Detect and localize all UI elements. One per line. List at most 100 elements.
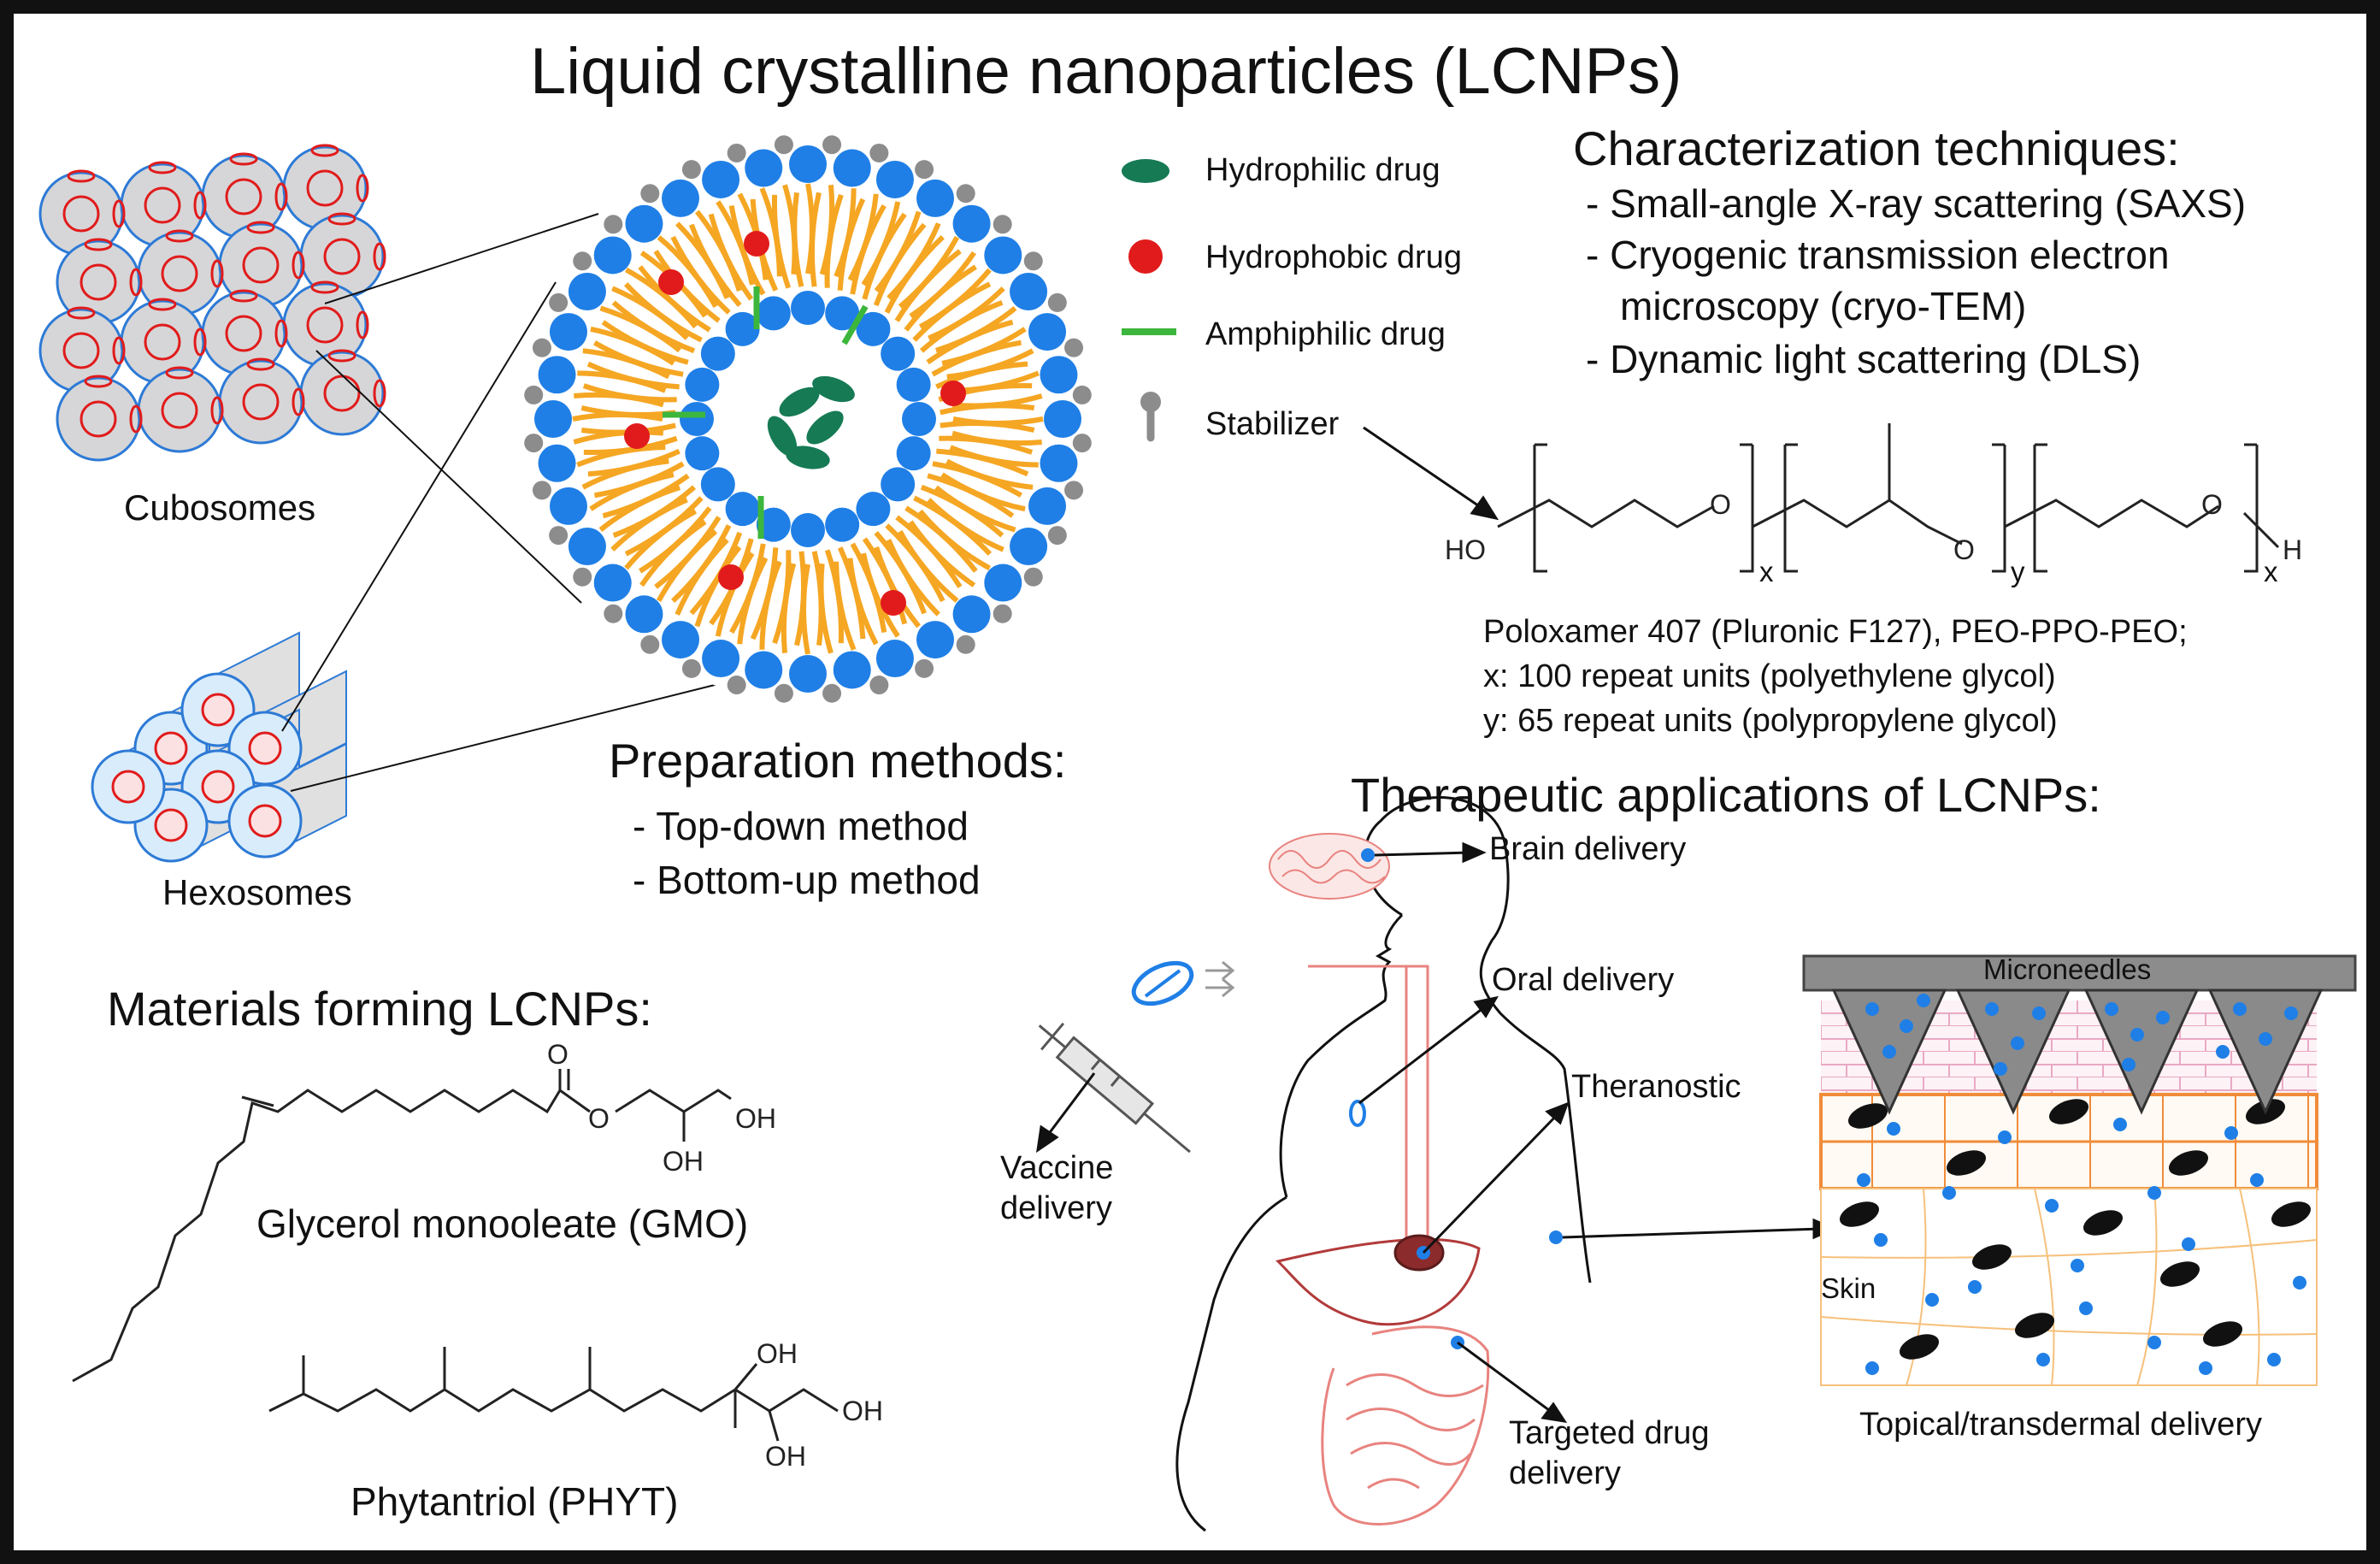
lipid-tail [611,300,696,354]
head-group [725,492,760,527]
lipid-tail [837,546,866,640]
preparation-item: - Bottom-up method [633,858,981,902]
cubic-channel [165,366,194,380]
head-group [791,291,825,325]
cubic-channel [144,186,181,224]
stabilizer-head [1064,481,1084,500]
oral-pill-icon [1131,960,1235,1006]
hydrophobic-drug [744,231,769,257]
lipid-tail [931,339,1022,377]
head-group [745,149,783,187]
cubic-channel [112,336,126,365]
head-group [856,492,891,527]
cubic-channel [80,263,117,301]
preparation-heading: Preparation methods: [609,734,1067,788]
lipid-tail [708,213,754,301]
cubosomes-label: Cubosomes [124,487,316,528]
cubic-channel [274,319,288,348]
head-group [789,655,827,693]
drug-dot [2036,1353,2050,1366]
cubic-channel [129,268,143,297]
stabilizer-head [915,658,934,678]
lipid-tail [592,340,684,377]
microneedle [2207,989,2324,1115]
phyt-structure [268,1347,839,1442]
phyt-atom: OH [757,1338,798,1369]
cell-nucleus [2049,1099,2088,1124]
characterization-heading: Characterization techniques: [1573,121,2180,175]
lipid-tail [772,550,792,645]
cubic-channel [229,289,258,303]
hydrophilic-drug [767,416,798,457]
lipid-tail [623,282,703,343]
drug-dot [2011,1036,2024,1050]
lipid-tail [671,524,732,604]
stabilizer-head [604,215,623,234]
head-group [702,160,740,198]
drug-dot [2284,1006,2298,1020]
hexosome-rods [91,631,347,863]
lipid-tail [794,551,807,646]
lipid-tail [602,473,690,519]
hex-rod-channel [201,770,235,804]
stabilizer-head [727,676,746,695]
stabilizer-arrow [1363,426,1499,521]
stabilizer-head [1064,338,1084,357]
drug-dot [2156,1011,2170,1024]
head-group [952,204,991,243]
cubic-channel [229,152,258,166]
drug-dot [2259,1032,2272,1046]
cubic-channel [373,379,386,408]
cell-nucleus [1848,1103,1888,1129]
stabilizer-head [1023,567,1043,587]
hex-rod-channel [201,693,235,727]
characterization-item: - Small-angle X-ray scattering (SAXS) [1586,181,2247,226]
aqueous-core [718,329,898,509]
lipid-tail [935,361,1028,390]
head-group [1044,400,1081,438]
drug-dot [1968,1280,1982,1294]
cell-nucleus [1947,1150,1986,1176]
microneedle-base [1802,954,2357,992]
stabilizer-head [822,683,842,703]
human-body-outline [1175,796,1592,1532]
head-group [902,402,936,436]
drug-dot [1994,1062,2007,1076]
hydrophobic-drug [718,564,744,590]
hex-rod-channel [248,731,282,765]
hex-rod-channel [111,770,145,804]
stabilizer-head [532,338,551,357]
hydrophilic-drug [812,375,855,403]
lipid-tail [850,542,887,633]
cubic-cell [137,368,222,453]
head-group [593,564,632,602]
lipid-tail [583,435,678,456]
head-group [538,444,576,482]
stabilizer-head [549,526,568,546]
lipid-tail [927,473,1015,518]
drug-dot [2079,1301,2093,1315]
stabilizer-head [524,385,544,404]
lipid-tail [940,420,1035,433]
head-group [881,467,916,502]
stabilizer-head [573,251,592,271]
lipid-tail [594,461,685,499]
head-group [680,402,714,436]
cubic-channel [246,221,275,234]
cell-nucleus [2203,1321,2242,1347]
lipid-tail [940,403,1035,416]
lipid-tail [653,250,721,323]
characterization-item: microscopy (cryo-TEM) [1620,284,2027,328]
lipid-tail [792,192,804,287]
lipid-tail [920,484,1004,538]
lipid-tail [862,212,907,300]
stabilizer-head [822,135,842,155]
head-group [593,236,632,274]
lipid-tail [912,281,992,342]
lcnp-particle [524,135,1092,703]
vaccine-arrow [1036,1072,1096,1154]
characterization-item: - Cryogenic transmission electron [1586,233,2170,277]
stabilizer-head [681,658,701,678]
